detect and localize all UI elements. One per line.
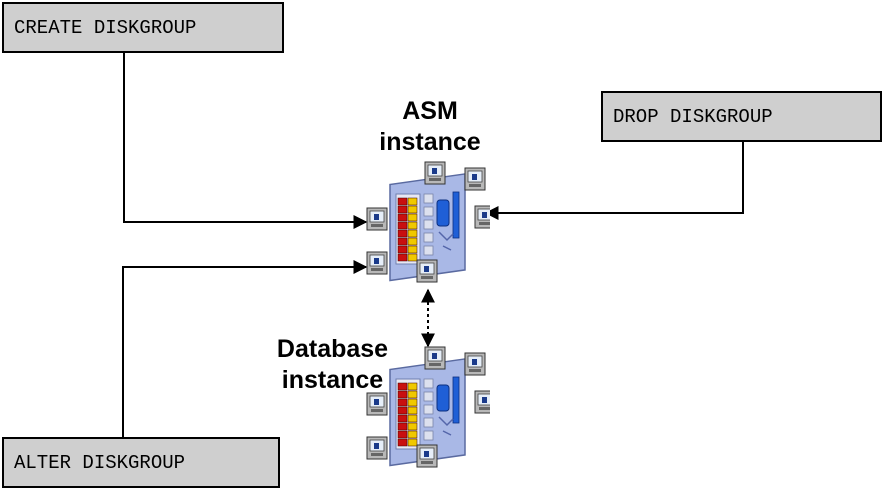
alter-diskgroup-box: ALTER DISKGROUP xyxy=(2,437,280,488)
asm-label-line1: ASM xyxy=(402,97,458,125)
server-cluster-icon xyxy=(366,161,496,283)
asm-instance-icon xyxy=(365,160,496,288)
server-cluster-icon xyxy=(366,346,496,468)
asm-instance-label: ASM instance xyxy=(360,96,500,158)
database-instance-icon xyxy=(365,345,496,473)
database-instance-label: Database instance xyxy=(255,334,410,396)
alter-diskgroup-label: ALTER DISKGROUP xyxy=(14,451,186,474)
drop-connector xyxy=(484,142,744,220)
create-connector xyxy=(123,53,368,229)
asm-label-line2: instance xyxy=(379,128,481,156)
database-label-line2: instance xyxy=(281,366,384,394)
create-diskgroup-box: CREATE DISKGROUP xyxy=(2,2,284,53)
drop-diskgroup-box: DROP DISKGROUP xyxy=(601,91,882,142)
create-diskgroup-label: CREATE DISKGROUP xyxy=(14,16,197,39)
drop-diskgroup-label: DROP DISKGROUP xyxy=(613,105,773,128)
alter-connector xyxy=(122,260,368,437)
database-label-line1: Database xyxy=(276,335,389,363)
